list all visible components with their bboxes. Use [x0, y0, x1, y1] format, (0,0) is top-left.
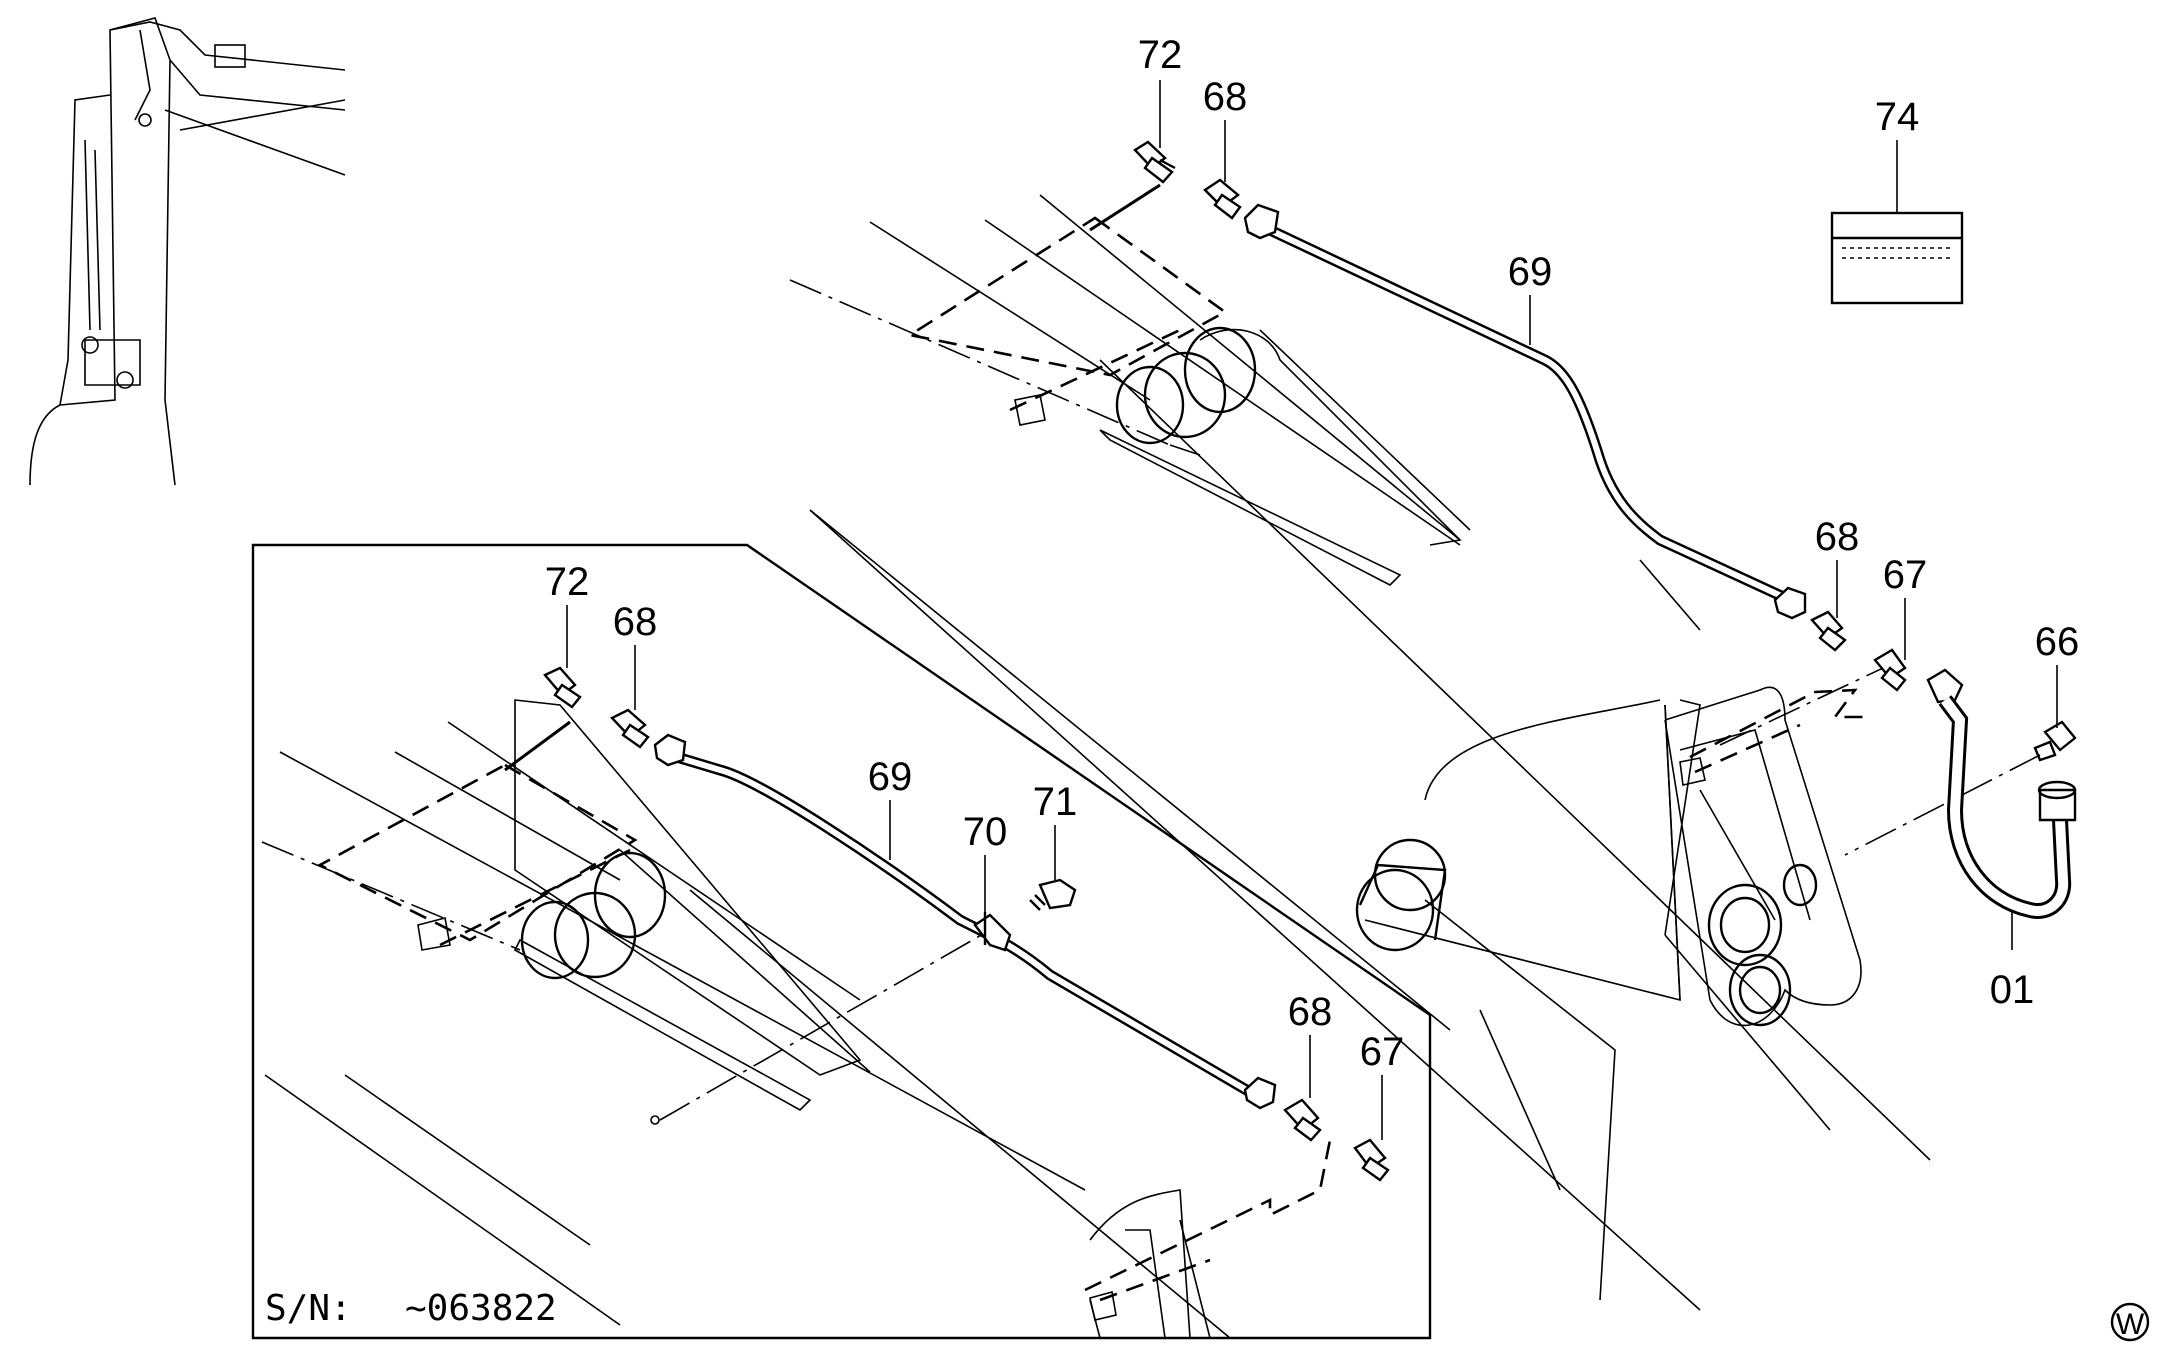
fitting-67-main — [1873, 648, 1907, 692]
fitting-67-inset — [1353, 1138, 1390, 1182]
boom-inset — [261, 699, 1332, 1339]
callout-labels-inset: 72 68 69 70 71 68 67 — [545, 560, 1405, 1074]
callout-68-main-upper: 68 — [1203, 75, 1248, 119]
callout-67-main: 67 — [1883, 553, 1928, 597]
nut-inset-lower — [1243, 1076, 1277, 1110]
callout-71-inset: 71 — [1033, 780, 1078, 824]
callout-68-inset-upper: 68 — [613, 600, 658, 644]
fitting-72-inset — [543, 666, 582, 709]
nut-main-upper — [1243, 203, 1280, 240]
inset-panel — [251, 543, 1432, 1340]
callout-69-main: 69 — [1508, 250, 1553, 294]
callout-70-inset: 70 — [963, 810, 1008, 854]
pipe-69-inset — [668, 749, 1258, 1100]
fitting-72-main — [1133, 140, 1176, 184]
label-plate-74 — [1830, 211, 1964, 305]
callout-72-main: 72 — [1138, 33, 1183, 77]
corner-mark-letter: W — [2116, 1308, 2145, 1341]
fitting-68-main-lower — [1810, 610, 1847, 652]
fitting-66-main — [1844, 720, 2077, 856]
bolt-71 — [1029, 878, 1077, 911]
callout-01-main: 01 — [1990, 968, 2035, 1012]
callout-74-main: 74 — [1875, 95, 1920, 139]
fitting-68-inset-lower — [1283, 1098, 1322, 1142]
callout-72-inset: 72 — [545, 560, 590, 604]
callout-68-inset-lower: 68 — [1288, 990, 1333, 1034]
callout-66-main: 66 — [2035, 620, 2080, 664]
serial-number: S/N: ~063822 — [265, 1288, 557, 1329]
serial-prefix: S/N: — [265, 1288, 352, 1329]
callout-67-inset: 67 — [1360, 1030, 1405, 1074]
boom-main — [789, 183, 1931, 1311]
clamp-70 — [973, 912, 1012, 952]
corner-mark: W — [2110, 1302, 2150, 1342]
fitting-68-main-upper — [1203, 178, 1242, 220]
fitting-68-inset-upper — [610, 708, 650, 749]
locator-thumbnail — [29, 17, 346, 486]
nut-main-lower — [1773, 586, 1807, 620]
callout-68-main-lower: 68 — [1815, 515, 1860, 559]
leaders-main — [1159, 80, 2058, 950]
hose-01 — [1926, 668, 2077, 919]
callout-69-inset: 69 — [868, 755, 913, 799]
callout-labels-main: 72 68 69 68 67 66 01 74 — [1138, 33, 2080, 1012]
pipe-69-main — [1267, 225, 1793, 605]
nut-inset-upper — [653, 733, 687, 767]
leaders-inset — [566, 605, 1383, 1140]
serial-range: ~063822 — [405, 1288, 557, 1329]
